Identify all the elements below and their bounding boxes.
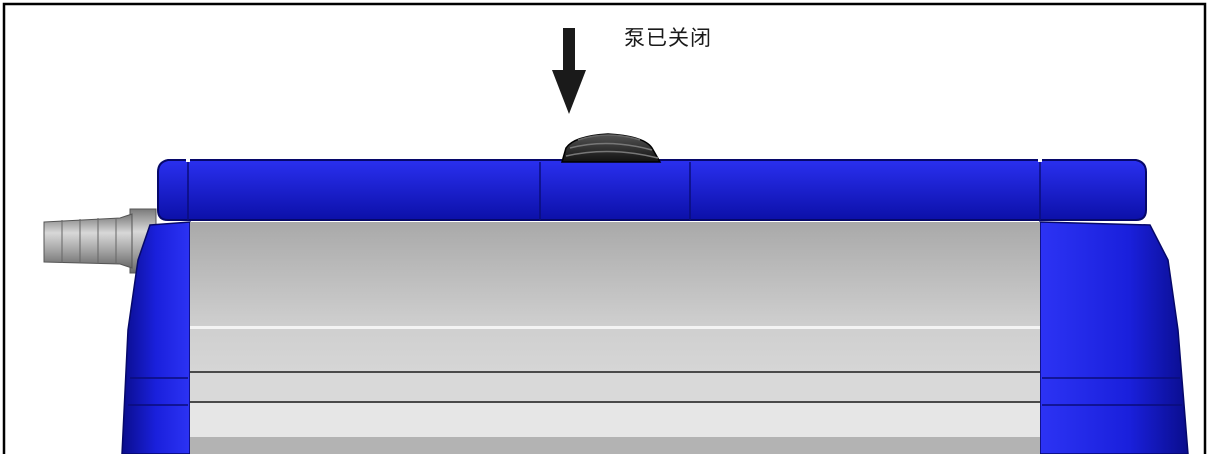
pump-lid xyxy=(157,157,1147,221)
pump-body xyxy=(121,221,1189,455)
power-knob-icon xyxy=(561,133,662,163)
pump-off-label: 泵已关闭 xyxy=(624,26,712,50)
hose-fitting xyxy=(43,208,157,274)
arrow-down-icon xyxy=(552,28,586,114)
